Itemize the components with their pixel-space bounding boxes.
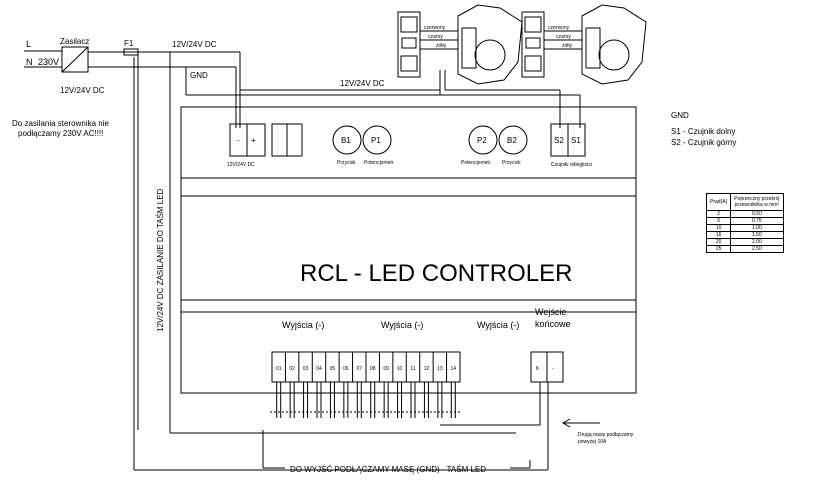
terminal-number: 12 (424, 366, 430, 372)
terminal-number: 10 (397, 366, 403, 372)
psu-box (61, 46, 89, 73)
sensor-s1-bracket (581, 4, 647, 85)
sensor-s1-wire-black: czarny (556, 34, 571, 40)
caption-potencjometr-left: Potencjometr (364, 160, 394, 166)
table-cell-section: 0.50 (730, 210, 784, 218)
terminal-number: 07 (357, 366, 363, 372)
outputs-label-2: Wyjścia (-) (381, 320, 423, 330)
supply-plus: + (251, 136, 256, 145)
caption-przycisk-right: Przycisk (502, 160, 521, 166)
gnd-right-label: GND (671, 111, 689, 120)
table-header-section-line-1: Poprzeczny przekrój (734, 196, 780, 202)
note-line-2: podłączamy 230V AC!!!! (18, 129, 103, 138)
controller-body (180, 106, 637, 394)
caption-sensors: Czujniki odległości (551, 162, 592, 168)
fuse-label: F1 (124, 39, 134, 48)
mains-voltage: 230V (38, 57, 59, 67)
table-cell-section: 1.00 (730, 224, 784, 232)
table-cell-section: 2.50 (730, 245, 784, 253)
ground-note-line-1: Drugą masę podłączamy (578, 432, 634, 438)
s1-label: S1 (571, 136, 581, 145)
controller-title: RCL - LED CONTROLER (300, 260, 572, 287)
table-header-current: Prąd(A) (705, 193, 732, 211)
supply-minus: - (237, 136, 240, 145)
sensor-s1-body (521, 11, 545, 78)
p2-circle (468, 125, 498, 155)
s2-description: S2 - Czujnik górny (671, 138, 736, 147)
b2-circle (498, 125, 528, 155)
table-cell-section: 2.00 (730, 238, 784, 246)
mid-supply-label: 12V/24V DC (340, 79, 385, 88)
terminal-number: 02 (289, 366, 295, 372)
top-supply-label: 12V/24V DC (172, 40, 217, 49)
psu-diagonal (61, 46, 89, 73)
terminal-number: 01 (276, 366, 282, 372)
table-cell-current: 20 (705, 238, 732, 246)
bottom-caption: DO WYJŚĆ PODŁĄCZAMY MASĘ (GND) - TAŚM LE… (290, 465, 486, 474)
sensor-s2-wire-red: czerwony (424, 25, 446, 31)
outputs-label-1: Wyjścia (-) (282, 320, 324, 330)
ground-note-line-2: powyżej 10A (578, 439, 607, 445)
note-line-1: Do zasilania sterownika nie (12, 119, 109, 128)
b2-label: B2 (507, 136, 517, 145)
table-cell-section: 1.50 (730, 231, 784, 239)
terminal-number: 14 (451, 366, 457, 372)
terminal-number: 03 (303, 366, 309, 372)
terminal-number: 06 (343, 366, 349, 372)
terminal-number: 09 (383, 366, 389, 372)
terminal-number: 13 (437, 366, 443, 372)
end-minus-label: - (552, 366, 554, 372)
p2-label: P2 (477, 136, 487, 145)
terminal-number: 05 (330, 366, 336, 372)
table-header-section: Poprzeczny przekrój przewodnika w mm² (730, 193, 784, 211)
supply-caption: 12V/24V DC (227, 162, 255, 168)
l-label: L (26, 39, 31, 49)
table-cell-section: 0.75 (730, 217, 784, 225)
p1-circle (362, 125, 392, 155)
end-inputs-line-2: końcowe (535, 319, 571, 329)
terminal-number: 04 (316, 366, 322, 372)
p1-label: P1 (371, 136, 381, 145)
caption-przycisk-left: Przycisk (337, 160, 356, 166)
b1-label: B1 (341, 136, 351, 145)
sensor-s2-wire-yellow: żółty (436, 43, 447, 49)
table-header-row: Prąd(A) Poprzeczny przekrój przewodnika … (705, 193, 784, 211)
terminal-number: 11 (410, 366, 415, 372)
b1-circle (332, 125, 362, 155)
vertical-led-supply-label: 12V/24V DC ZASILANIE DO TAŚM LED (156, 188, 165, 332)
sensor-s2-body (397, 11, 421, 78)
s1-description: S1 - Czujnik dolny (671, 127, 735, 136)
s2-label: S2 (554, 136, 564, 145)
sensor-s1-wire-red: czerwony (548, 25, 570, 31)
end-k-label: K (536, 366, 540, 372)
table-cell-current: 10 (705, 224, 732, 232)
caption-potencjometr-right: Potencjometr (461, 160, 491, 166)
terminal-number: 08 (370, 366, 376, 372)
table-cell-current: 16 (705, 231, 732, 239)
n-label: N (26, 57, 33, 67)
psu-label: Zasilacz (60, 37, 89, 46)
outputs-label-3: Wyjścia (-) (477, 320, 519, 330)
sensor-s2-bracket (457, 4, 523, 85)
psu-output-label: 12V/24V DC (60, 86, 105, 95)
end-inputs-line-1: Wejście (535, 307, 566, 317)
sensor-s2-wire-black: czarny (428, 34, 443, 40)
table-cell-current: 25 (705, 245, 732, 253)
sensor-s1-wire-yellow: żółty (562, 43, 573, 49)
table-cell-current: 2 (705, 210, 732, 218)
table-header-section-line-2: przewodnika w mm² (734, 202, 780, 208)
wire-section-table: Prąd(A) Poprzeczny przekrój przewodnika … (705, 193, 784, 253)
gnd-top-label: GND (190, 71, 208, 80)
table-cell-current: 6 (705, 217, 732, 225)
